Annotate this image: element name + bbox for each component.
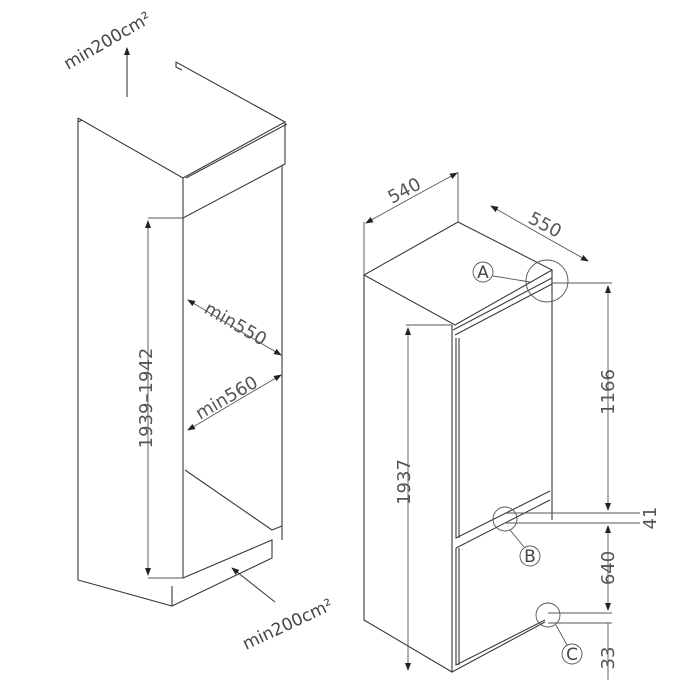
width-arrow-left <box>365 197 412 224</box>
callout-b-badge <box>519 545 541 567</box>
callout-c-label: C <box>566 645 578 665</box>
vent-top-label: min200cm² <box>61 8 155 74</box>
lower-section-label: 640 <box>598 551 619 585</box>
width-arrow-right <box>410 172 458 199</box>
appliance-depth-label: 550 <box>525 208 565 243</box>
cabinet-top-face <box>77 61 287 179</box>
upper-door <box>455 338 551 539</box>
appliance-top-face <box>362 221 554 326</box>
appliance-drawing: 540 550 1937 1166 41 640 33 A B C <box>362 172 661 680</box>
cabinet-header-panel <box>182 122 288 219</box>
cabinet-width-label: min560 <box>192 372 262 424</box>
gap-label: 41 <box>640 507 661 530</box>
depth-arrow-right <box>539 233 589 262</box>
appliance-top-hinge <box>452 277 553 336</box>
depth-arrow-left <box>187 299 236 329</box>
cabinet-depth-label: min550 <box>201 298 271 350</box>
callout-c-leader <box>555 624 568 646</box>
callout-b-label: B <box>524 547 536 567</box>
depth-arrow-left <box>490 205 541 235</box>
appliance-body <box>363 270 553 673</box>
callout-c-circle <box>535 602 561 628</box>
vent-bottom-arrow-icon <box>231 567 276 603</box>
callout-b-leader <box>509 529 525 548</box>
vent-bottom-label: min200cm² <box>240 595 337 654</box>
callout-a-badge <box>472 261 494 283</box>
lower-door <box>455 499 551 666</box>
cabinet-drawing: min200cm² min200cm² 1939–1942 min550 min… <box>61 8 337 654</box>
appliance-height-label: 1937 <box>394 459 415 505</box>
appliance-width-label: 540 <box>384 174 424 209</box>
callout-a-leader <box>492 275 531 283</box>
cabinet-interior <box>171 166 283 607</box>
width-arrow-right <box>234 374 282 403</box>
bottom-offset-label: 33 <box>598 647 619 670</box>
width-extension-lines <box>363 172 459 275</box>
cabinet-side-panel <box>77 120 184 607</box>
cabinet-height-label: 1939–1942 <box>136 348 157 449</box>
depth-arrow-right <box>234 327 282 356</box>
height-extension-lines <box>148 217 183 579</box>
width-arrow-left <box>187 401 236 431</box>
callout-a-label: A <box>477 263 489 283</box>
right-extension-lines <box>505 282 640 624</box>
upper-section-label: 1166 <box>598 369 619 415</box>
callout-c-badge <box>561 643 583 665</box>
callout-b-circle <box>492 506 518 532</box>
